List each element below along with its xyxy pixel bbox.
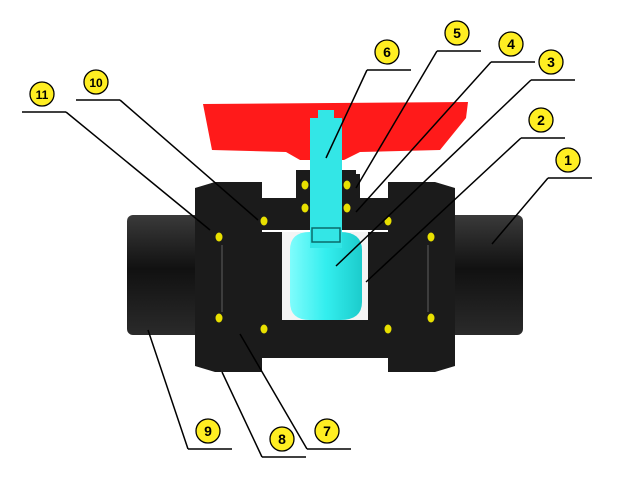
- callout-leader-line: [335, 79, 532, 267]
- callout-number: 7: [323, 423, 331, 439]
- callout-badge: 8: [269, 426, 295, 452]
- callout-leader-line: [119, 99, 259, 221]
- callout-leader-line: [221, 371, 263, 458]
- callout-number: 11: [36, 88, 49, 102]
- seal-ring: [427, 232, 435, 242]
- callout-badge: 2: [528, 107, 554, 133]
- stem-bottom: [311, 227, 341, 243]
- callout-circle: [314, 418, 340, 444]
- callout-circle: [83, 69, 109, 95]
- callout-leader-line: [325, 69, 368, 159]
- callout-leader-line: [355, 50, 438, 189]
- callout-badges: 1 2 3 4 5 6 7 8 9 10 11: [29, 20, 581, 452]
- callout-circle: [555, 147, 581, 173]
- seal-ring: [343, 203, 351, 213]
- callout-number: 2: [537, 112, 545, 128]
- callout-leader-line: [491, 177, 549, 245]
- callout-badge: 9: [195, 418, 221, 444]
- callout-number: 5: [453, 25, 461, 41]
- callout-circle: [538, 49, 564, 75]
- callout-leader-line: [239, 333, 308, 450]
- callout-number: 9: [204, 423, 212, 439]
- callout-circle: [29, 81, 55, 107]
- bonnet-left: [296, 170, 310, 220]
- stem-key: [318, 110, 334, 120]
- callout-leader-line: [365, 137, 522, 283]
- callout-circle: [195, 418, 221, 444]
- callout-number: 8: [278, 431, 286, 447]
- seal-ring: [343, 180, 351, 190]
- callout-badge: 7: [314, 418, 340, 444]
- leader-lines: [22, 50, 592, 458]
- callout-number: 1: [564, 152, 572, 168]
- callout-badge: 11: [29, 81, 55, 107]
- callout-leader-line: [355, 61, 492, 213]
- callout-badge: 3: [538, 49, 564, 75]
- seal-ring: [427, 313, 435, 323]
- callout-circle: [528, 107, 554, 133]
- seal-group: [215, 180, 435, 334]
- callout-badge: 4: [498, 31, 524, 57]
- callout-leader-line: [147, 329, 189, 450]
- bonnet-right: [342, 170, 356, 220]
- callout-leader-line: [65, 111, 211, 231]
- callout-number: 10: [89, 76, 103, 90]
- callout-circle: [498, 31, 524, 57]
- seal-ring: [215, 232, 223, 242]
- right-pipe-end: [443, 215, 523, 335]
- callout-number: 6: [383, 44, 391, 60]
- stem: [310, 118, 342, 248]
- callout-badge: 6: [374, 39, 400, 65]
- seal-ring: [384, 324, 392, 334]
- ball: [290, 232, 362, 320]
- seal-ring: [260, 216, 268, 226]
- seal-ring: [260, 324, 268, 334]
- callout-badge: 10: [83, 69, 109, 95]
- callout-circle: [269, 426, 295, 452]
- callout-circle: [444, 20, 470, 46]
- left-pipe-end: [127, 215, 207, 335]
- callout-badge: 1: [555, 147, 581, 173]
- seal-ring: [301, 180, 309, 190]
- left-inner-sleeve: [208, 232, 284, 324]
- callout-badge: 5: [444, 20, 470, 46]
- seal-ring: [301, 203, 309, 213]
- callout-number: 4: [507, 36, 515, 52]
- seal-ring: [215, 313, 223, 323]
- callout-circle: [374, 39, 400, 65]
- callout-number: 3: [547, 54, 555, 70]
